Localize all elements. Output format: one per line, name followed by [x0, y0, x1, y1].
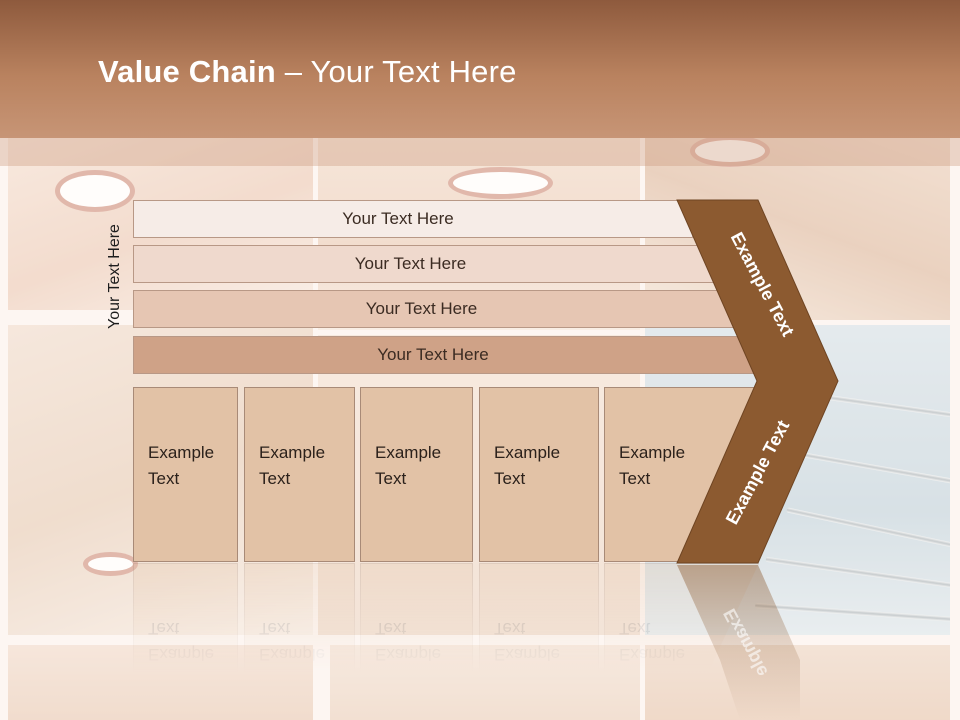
chevron-reflection [677, 565, 800, 720]
activity-box-line1: Example [259, 443, 326, 462]
header-band [0, 138, 960, 166]
activity-box-line2: Text [259, 469, 291, 488]
slide-title[interactable]: Value Chain – Your Text Here [98, 54, 517, 90]
activity-box-line2: Text [375, 469, 407, 488]
value-bar-label: Your Text Here [365, 299, 478, 318]
value-bar-2[interactable]: Your Text Here [133, 245, 718, 283]
background-photo-bottom-center [330, 645, 640, 720]
header-banner [0, 0, 960, 138]
activity-box-line2: Text [148, 469, 180, 488]
activity-box-1[interactable]: Example Text [133, 387, 238, 562]
background-photo-bottom-left [8, 645, 313, 720]
value-bar-label: Your Text Here [342, 209, 454, 228]
activity-box-line2: Text [494, 469, 526, 488]
activity-box-2[interactable]: Example Text [244, 387, 355, 562]
value-bar-label: Your Text Here [354, 254, 467, 273]
activity-box-line1: Example [375, 443, 442, 462]
value-bar-4[interactable]: Your Text Here [133, 336, 763, 374]
value-bar-label: Your Text Here [377, 345, 489, 364]
slide-title-rest: – Your Text Here [275, 54, 517, 89]
value-bar-1[interactable]: Your Text Here [133, 200, 693, 238]
chevron-shape [676, 199, 839, 564]
activity-box-line1: Example [494, 443, 561, 462]
slide-title-bold: Value Chain [98, 54, 276, 89]
activity-box-4[interactable]: Example Text [479, 387, 599, 562]
activity-box-3[interactable]: Example Text [360, 387, 473, 562]
activity-box-line1: Example [148, 443, 215, 462]
activity-box-line1: Example [619, 443, 686, 462]
value-bar-3[interactable]: Your Text Here [133, 290, 740, 328]
activity-box-line2: Text [619, 469, 651, 488]
